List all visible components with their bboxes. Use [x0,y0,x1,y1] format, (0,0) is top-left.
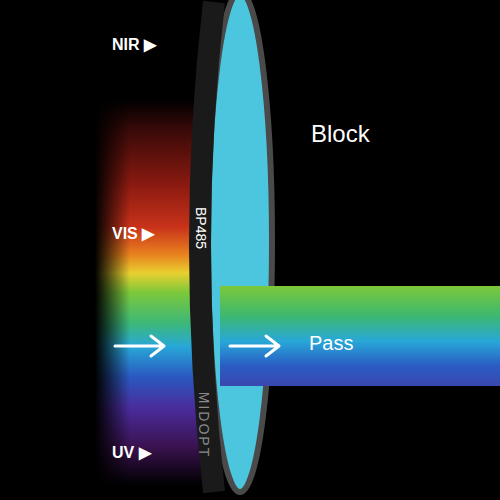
band-label: NIR ▶ [112,37,156,53]
brand-mark: MIDOPT [197,392,211,458]
pass-label: Pass [309,333,353,353]
band-label: UV ▶ [112,445,151,461]
light-arrows [115,336,279,356]
band-label: VIS ▶ [112,226,154,242]
block-label: Block [311,122,370,146]
spectrum-fade [95,100,130,485]
filter-code: BP485 [194,207,208,249]
pass-band [220,286,500,386]
